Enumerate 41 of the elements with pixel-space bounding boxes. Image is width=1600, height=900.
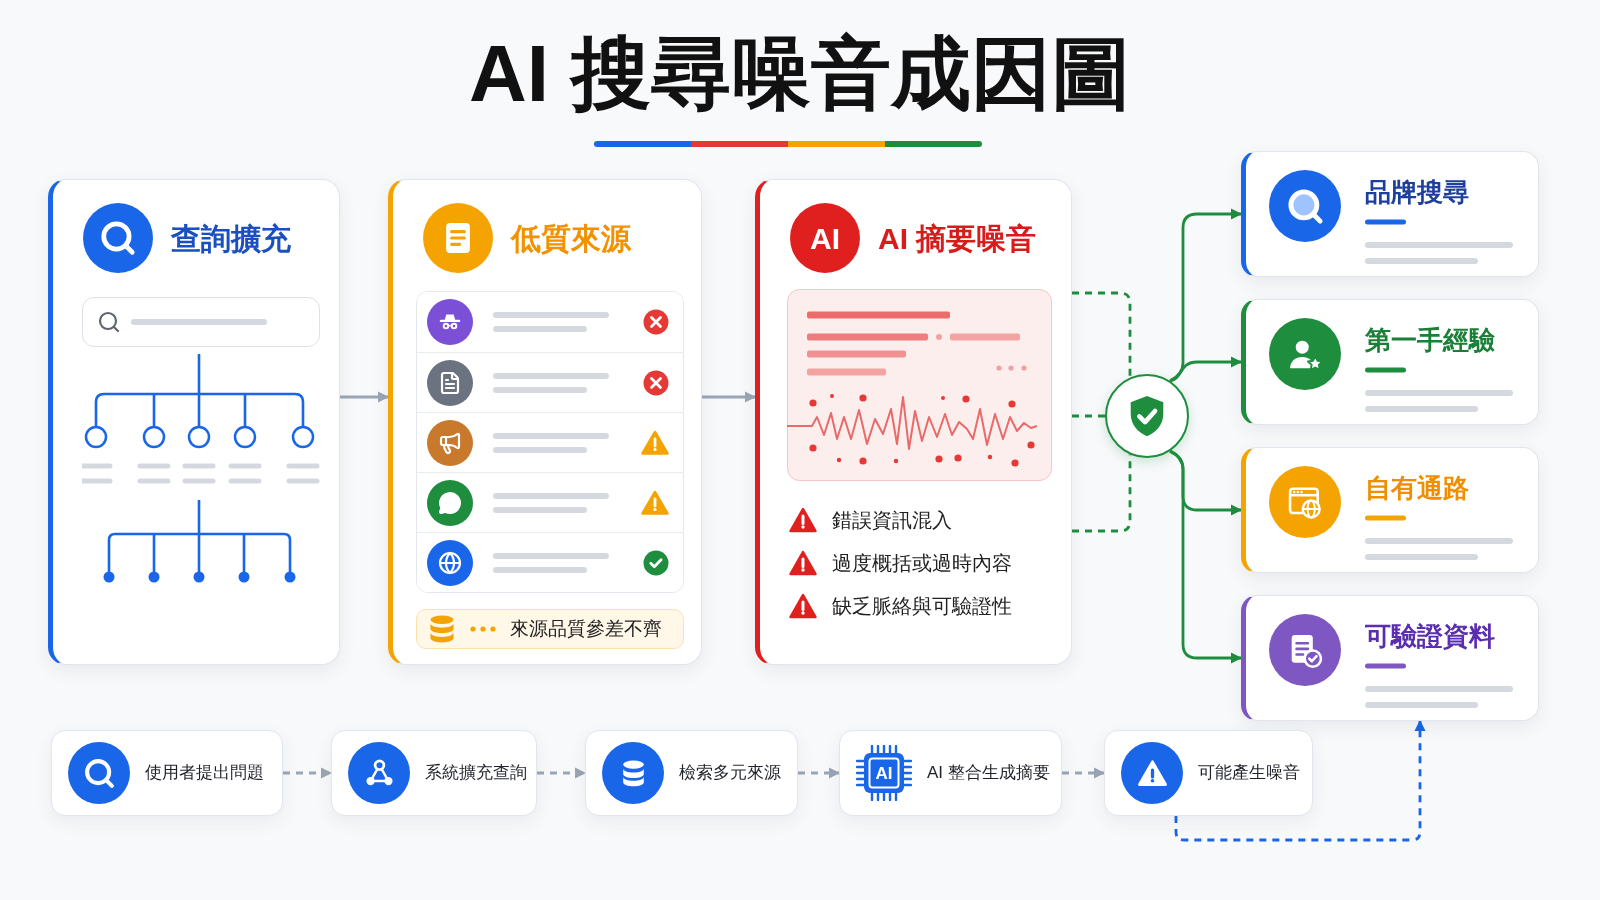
card-title: 品牌搜尋	[1365, 176, 1469, 208]
category-panel	[388, 179, 702, 665]
process-step	[585, 730, 798, 816]
arrow	[1062, 767, 1106, 779]
outcome-card	[1241, 595, 1539, 721]
step-label: 使用者提出問題	[145, 762, 264, 785]
title: AI 搜尋噪音成因圖	[468, 30, 1132, 118]
category-panel	[755, 179, 1072, 665]
process-step	[51, 730, 283, 816]
outcome-card	[1241, 299, 1539, 425]
warning-text: 過度概括或過時內容	[832, 551, 1012, 576]
category-panel	[48, 179, 340, 665]
note-bar	[416, 609, 684, 649]
arrow	[798, 767, 841, 779]
arrow	[1169, 449, 1243, 664]
step-label: 可能產生噪音	[1198, 762, 1300, 785]
arrow	[340, 391, 390, 403]
panel-title: 低質來源	[511, 220, 631, 257]
outcome-card	[1241, 447, 1539, 573]
step-label: 檢索多元來源	[679, 762, 781, 785]
step-label: AI 整合生成摘要	[927, 762, 1050, 785]
process-step	[331, 730, 537, 816]
arrow	[537, 767, 587, 779]
panel-title: 查詢擴充	[171, 220, 291, 257]
arrow	[1174, 719, 1426, 842]
card-title: 可驗證資料	[1365, 620, 1495, 652]
panel-title: AI 摘要噪音	[878, 220, 1037, 257]
connector-line	[1072, 414, 1105, 418]
arrow	[283, 767, 333, 779]
warning-text: 錯誤資訊混入	[832, 508, 952, 533]
arrow	[1169, 356, 1243, 383]
arrow	[702, 391, 757, 403]
outcome-card	[1241, 151, 1539, 277]
ai-badge: AI	[790, 203, 860, 273]
step-label: 系統擴充查詢	[425, 762, 527, 785]
card-title: 自有通路	[1365, 472, 1469, 504]
note-text: 來源品質參差不齊	[510, 616, 662, 641]
card-title: 第一手經驗	[1365, 324, 1495, 356]
warning-text: 缺乏脈絡與可驗證性	[832, 594, 1012, 619]
process-step	[1104, 730, 1313, 816]
process-step	[839, 730, 1062, 816]
